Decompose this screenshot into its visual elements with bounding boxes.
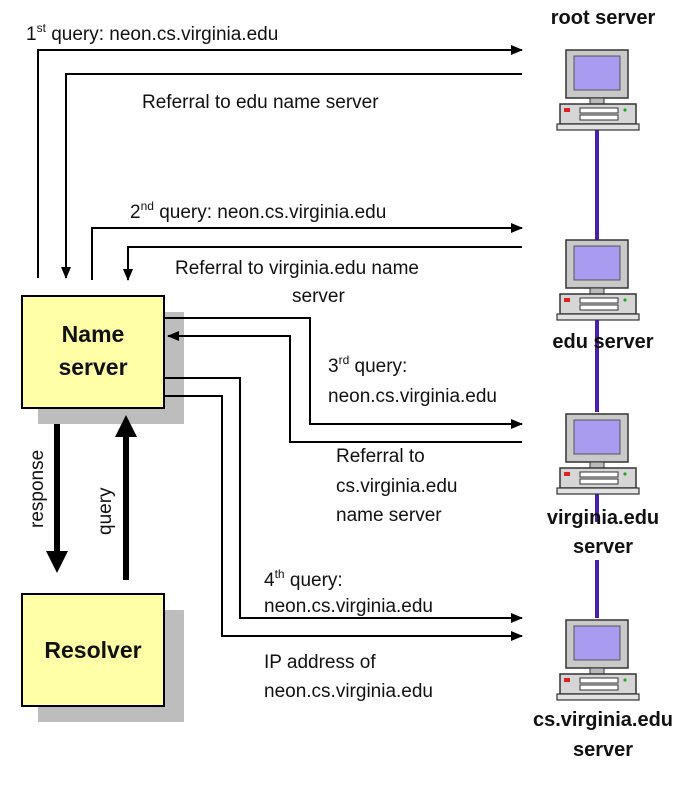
response-label: response <box>27 450 48 528</box>
name-server-box <box>21 295 165 409</box>
query-2-label: 2nd query: neon.cs.virginia.edu <box>130 199 386 223</box>
query-1-label: 1st query: neon.cs.virginia.edu <box>26 21 278 45</box>
referral-2-label-1: Referral to virginia.edu name <box>175 258 419 279</box>
name-server-label-2: server <box>58 354 127 380</box>
referral-1-label: Referral to edu name server <box>142 92 379 113</box>
cs-server-label-1: cs.virginia.edu <box>533 709 673 731</box>
query-1-arrow <box>37 45 523 278</box>
root-server-computer-icon <box>556 49 640 131</box>
virginia-server-computer-icon <box>556 413 640 495</box>
virginia-server-label-1: virginia.edu <box>547 507 659 529</box>
cs-server-computer-icon <box>556 619 640 701</box>
referral-3-label-3: name server <box>336 505 442 526</box>
query-2-arrow <box>91 223 523 280</box>
name-server-label-1: Name <box>62 321 125 347</box>
referral-2-arrow <box>123 246 522 281</box>
response-4-label-1: IP address of <box>264 652 376 673</box>
query-3-label-2: neon.cs.virginia.edu <box>328 386 497 407</box>
referral-3-label-1: Referral to <box>336 446 425 467</box>
response-4-arrow <box>164 395 523 641</box>
referral-3-arrow <box>167 331 522 443</box>
query-4-label-1: 4th query: <box>264 567 343 591</box>
query-4-label-2: neon.cs.virginia.edu <box>264 596 433 617</box>
resolver-box <box>21 593 165 707</box>
resolver-label: Resolver <box>44 637 141 663</box>
edu-server-label: edu server <box>552 331 653 353</box>
root-server-label: root server <box>551 7 656 29</box>
query-label: query <box>95 487 116 535</box>
query-4-arrow <box>164 377 523 623</box>
virginia-server-label-2: server <box>573 536 633 558</box>
cs-server-label-2: server <box>573 739 633 761</box>
referral-1-arrow <box>61 73 522 279</box>
query-3-arrow <box>164 317 523 429</box>
response-4-label-2: neon.cs.virginia.edu <box>264 681 433 702</box>
edu-server-computer-icon <box>556 239 640 321</box>
query-3-label-1: 3rd query: <box>328 353 407 377</box>
referral-3-label-2: cs.virginia.edu <box>336 476 457 497</box>
referral-2-label-2: server <box>292 286 345 307</box>
